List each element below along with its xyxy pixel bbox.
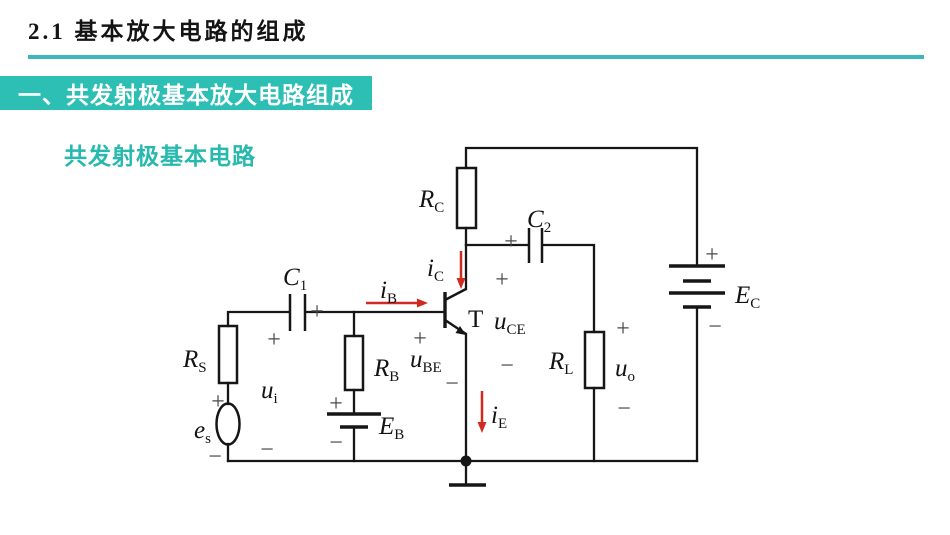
label-uo: uo bbox=[615, 355, 635, 385]
battery-eb bbox=[327, 412, 381, 429]
plus-uce: + bbox=[495, 267, 509, 293]
label-rl: RL bbox=[548, 348, 573, 378]
battery-ec bbox=[669, 264, 725, 309]
label-c2: C2 bbox=[527, 206, 551, 236]
capacitor-c1 bbox=[288, 294, 307, 331]
label-ui: ui bbox=[261, 377, 278, 407]
minus-es: − bbox=[208, 444, 222, 470]
plus-uo: + bbox=[616, 316, 630, 342]
plus-ube: + bbox=[413, 326, 427, 352]
label-ec: EC bbox=[734, 282, 760, 312]
source-es bbox=[215, 402, 241, 446]
output-loop-wires bbox=[464, 243, 699, 463]
label-ube: uBE bbox=[410, 346, 442, 376]
current-arrow-ib bbox=[366, 298, 428, 308]
minus-ube: − bbox=[445, 371, 459, 397]
section-banner-label: 一、共发射极基本放大电路组成 bbox=[18, 82, 354, 108]
current-arrow-ie bbox=[477, 391, 487, 433]
emitter-arrowhead bbox=[455, 326, 466, 335]
plus-c2: + bbox=[504, 229, 518, 255]
minus-eb: − bbox=[329, 430, 343, 456]
label-rb: RB bbox=[373, 355, 399, 385]
label-ib: iB bbox=[380, 277, 397, 307]
label-uce: uCE bbox=[494, 308, 526, 338]
current-arrow-ic bbox=[456, 251, 466, 289]
title-underline bbox=[28, 55, 924, 59]
section-banner: 一、共发射极基本放大电路组成 bbox=[0, 76, 372, 110]
circuit-subtitle: 共发射极基本电路 bbox=[64, 143, 256, 169]
plus-ui: + bbox=[267, 327, 281, 353]
label-eb: EB bbox=[378, 413, 404, 443]
plus-es: + bbox=[211, 389, 225, 415]
course-section-title: 2.1 基本放大电路的组成 bbox=[28, 19, 309, 44]
resistor-rl bbox=[583, 330, 606, 390]
transistor-npn bbox=[443, 287, 467, 336]
label-rc: RC bbox=[418, 186, 444, 216]
resistor-rc bbox=[455, 166, 478, 230]
plus-ec: + bbox=[705, 242, 719, 268]
label-ie: iE bbox=[491, 402, 507, 432]
plus-eb: + bbox=[329, 391, 343, 417]
label-transistor: T bbox=[468, 306, 483, 333]
label-ic: iC bbox=[427, 255, 444, 285]
label-es: es bbox=[194, 417, 211, 447]
label-c1: C1 bbox=[283, 264, 307, 294]
collector-branch-wires bbox=[464, 146, 699, 291]
ground-symbol bbox=[449, 459, 486, 487]
plus-c1: + bbox=[310, 299, 324, 325]
capacitor-c2 bbox=[527, 228, 544, 263]
label-rs: RS bbox=[182, 346, 207, 376]
minus-uce: − bbox=[500, 353, 514, 379]
input-loop-wires bbox=[226, 310, 445, 463]
minus-ec: − bbox=[708, 314, 722, 340]
resistor-rb bbox=[343, 334, 365, 392]
minus-uo: − bbox=[617, 396, 631, 422]
resistor-rs bbox=[217, 324, 239, 385]
minus-ui: − bbox=[260, 437, 274, 463]
